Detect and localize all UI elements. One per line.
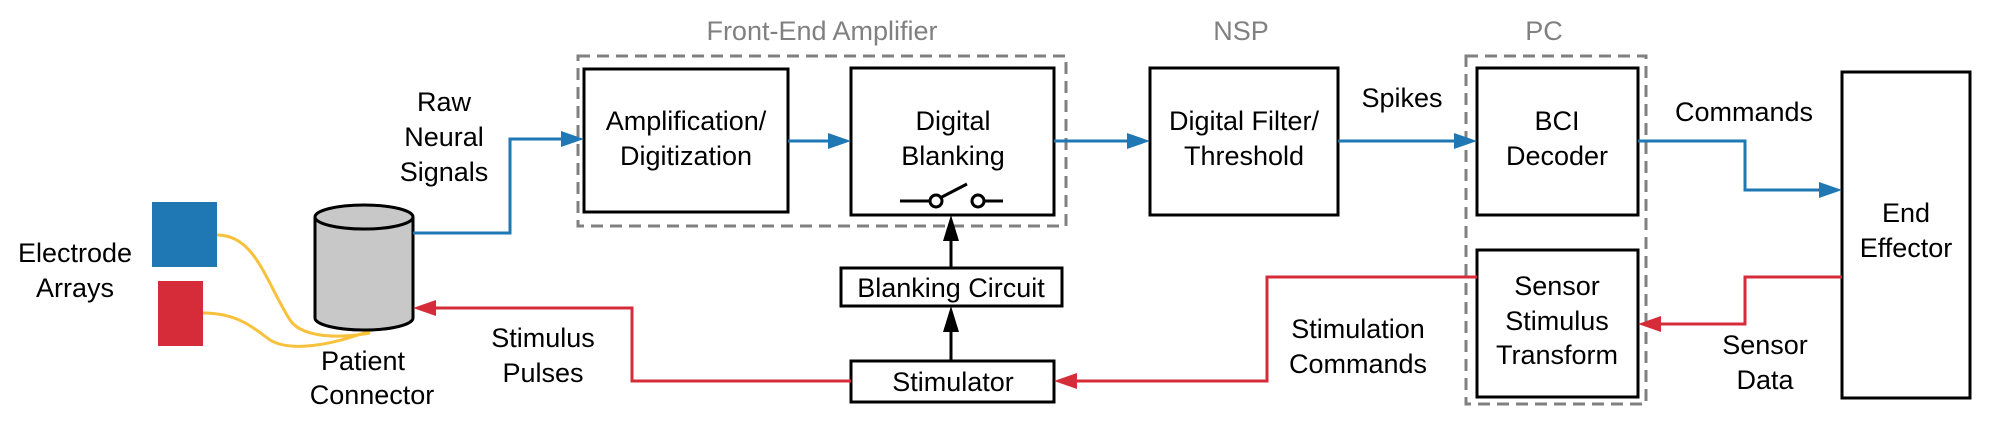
patient-connector-label-line2: Connector — [310, 380, 435, 410]
blanking-to-filter-arrowhead — [1127, 133, 1150, 149]
raw-neural-signals-label-line1: Raw — [417, 87, 472, 117]
digital-blanking-label-line2: Blanking — [901, 141, 1005, 171]
stimulator-to-connector-arrowhead — [413, 300, 436, 316]
digital-filter-label-line1: Digital Filter/ — [1169, 106, 1320, 136]
amplification-label-line2: Digitization — [620, 141, 752, 171]
pc-group — [1464, 54, 1648, 406]
decoder-to-effector-arrowhead — [1819, 182, 1842, 198]
end-effector-block — [1840, 70, 1972, 400]
pc-title: PC — [1525, 16, 1563, 46]
stimulation-commands-label-line1: Stimulation — [1291, 314, 1425, 344]
raw-neural-signals-label-line2: Neural — [404, 122, 484, 152]
bci-decoder-label-line1: BCI — [1534, 106, 1579, 136]
filter-to-decoder-arrowhead — [1454, 133, 1477, 149]
front-end-amplifier-title: Front-End Amplifier — [706, 16, 937, 46]
blanking-circuit-label: Blanking Circuit — [857, 273, 1045, 303]
digital-filter-threshold-block — [1148, 66, 1340, 217]
transform-to-stimulator-arrowhead — [1054, 373, 1077, 389]
bci-decoder-label-line2: Decoder — [1506, 141, 1608, 171]
sensor-transform-label-line2: Stimulus — [1505, 306, 1609, 336]
transform-to-stimulator-line — [1077, 275, 1477, 383]
end-effector-label-line1: End — [1882, 198, 1930, 228]
digital-blanking-label-line1: Digital — [915, 106, 990, 136]
effector-to-transform-line — [1661, 275, 1842, 326]
switch-icon — [900, 182, 1003, 209]
digital-filter-label-line2: Threshold — [1184, 141, 1304, 171]
sensor-data-label-line1: Sensor — [1722, 330, 1808, 360]
electrode-array-red — [158, 281, 203, 346]
raw-neural-signals-label-line3: Signals — [400, 157, 489, 187]
amplification-digitization-block — [582, 67, 790, 214]
spikes-label: Spikes — [1361, 83, 1442, 113]
connector-to-amplifier-arrowhead — [561, 131, 584, 147]
sensor-data-label-line2: Data — [1736, 365, 1794, 395]
amplifier-to-blanking-arrowhead — [828, 133, 851, 149]
sensor-stimulus-transform-block — [1475, 248, 1640, 399]
patient-connector-label-line1: Patient — [321, 346, 406, 376]
electrode-wire-2 — [202, 311, 373, 348]
commands-label: Commands — [1675, 97, 1813, 127]
sensor-transform-label-line1: Sensor — [1514, 271, 1600, 301]
decoder-to-effector-line — [1638, 139, 1819, 192]
effector-to-transform-arrowhead — [1638, 316, 1661, 332]
connector-to-amplifier-line — [413, 137, 561, 235]
end-effector-label-line2: Effector — [1860, 233, 1953, 263]
patient-connector-icon — [313, 203, 415, 332]
stimulus-pulses-label-line2: Pulses — [502, 358, 583, 388]
electrode-array-blue — [152, 202, 217, 267]
stimulator-to-connector-line — [436, 306, 851, 383]
amplification-label-line1: Amplification/ — [606, 106, 767, 136]
blanking-circuit-to-blanking-arrowhead — [943, 215, 959, 241]
electrode-arrays-label-line2: Arrays — [36, 273, 114, 303]
electrode-wire-1 — [216, 233, 371, 338]
stimulus-pulses-label-line1: Stimulus — [491, 323, 595, 353]
nsp-title: NSP — [1213, 16, 1269, 46]
sensor-transform-label-line3: Transform — [1496, 340, 1618, 370]
stimulation-commands-label-line2: Commands — [1289, 349, 1427, 379]
electrode-arrays-label-line1: Electrode — [18, 238, 132, 268]
stimulator-to-blanking-circuit-arrowhead — [943, 306, 959, 332]
stimulator-label: Stimulator — [892, 367, 1014, 397]
